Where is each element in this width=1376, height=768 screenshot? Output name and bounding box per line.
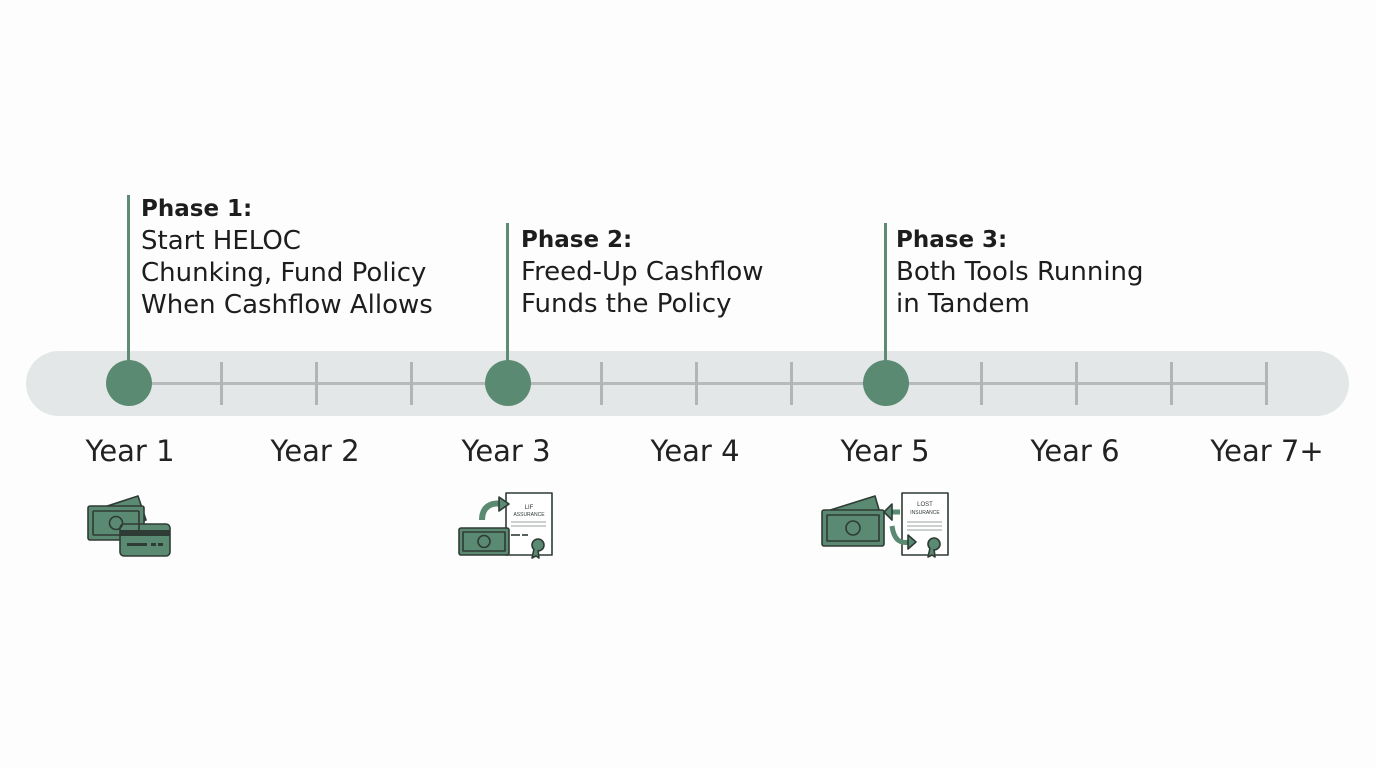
timeline-tick	[1265, 362, 1268, 405]
timeline-tick	[315, 362, 318, 405]
phase-2-connector	[506, 223, 509, 365]
year-label: Year 3	[461, 434, 551, 468]
phase-2-line: Freed-Up Cashflow	[521, 257, 764, 287]
cash-to-life-insurance-icon: LIF ASSURANCE	[456, 490, 556, 560]
year-label: Year 6	[1030, 434, 1120, 468]
phase-3-label: Phase 3: Both Tools Running in Tandem	[896, 224, 1144, 320]
year-label: Year 1	[85, 434, 175, 468]
timeline-tick	[980, 362, 983, 405]
year-label: Year 5	[840, 434, 930, 468]
phase-3-line: Both Tools Running	[896, 257, 1144, 287]
svg-text:INSURANCE: INSURANCE	[910, 510, 940, 516]
phase-1-marker	[106, 360, 152, 406]
timeline-tick	[790, 362, 793, 405]
phase-2-line: Funds the Policy	[521, 289, 732, 319]
phase-1-title: Phase 1:	[141, 196, 253, 222]
phase-3-line: in Tandem	[896, 289, 1030, 319]
cash-and-card-icon	[86, 490, 174, 558]
year-label: Year 2	[270, 434, 360, 468]
phase-1-line: Start HELOC	[141, 226, 301, 256]
year-label: Year 4	[650, 434, 740, 468]
svg-text:ASSURANCE: ASSURANCE	[513, 512, 545, 518]
timeline-tick	[220, 362, 223, 405]
timeline-tick	[1075, 362, 1078, 405]
phase-3-marker	[863, 360, 909, 406]
svg-text:LIF: LIF	[525, 505, 534, 511]
phase-1-line: Chunking, Fund Policy	[141, 258, 427, 288]
phase-2-title: Phase 2:	[521, 227, 633, 253]
phase-3-title: Phase 3:	[896, 227, 1008, 253]
timeline-tick	[600, 362, 603, 405]
phase-3-connector	[884, 223, 887, 365]
timeline-tick	[1170, 362, 1173, 405]
timeline-tick	[695, 362, 698, 405]
timeline-axis	[128, 382, 1268, 385]
svg-text:LOST: LOST	[917, 502, 933, 508]
timeline-tick	[410, 362, 413, 405]
phase-2-marker	[485, 360, 531, 406]
cash-and-life-insurance-exchange-icon: LOST INSURANCE	[820, 490, 952, 560]
phase-1-line: When Cashflow Allows	[141, 290, 433, 320]
year-label: Year 7+	[1210, 434, 1324, 468]
phase-1-connector	[127, 195, 130, 365]
phase-2-label: Phase 2: Freed-Up Cashflow Funds the Pol…	[521, 224, 764, 320]
phase-1-label: Phase 1: Start HELOC Chunking, Fund Poli…	[141, 193, 433, 321]
